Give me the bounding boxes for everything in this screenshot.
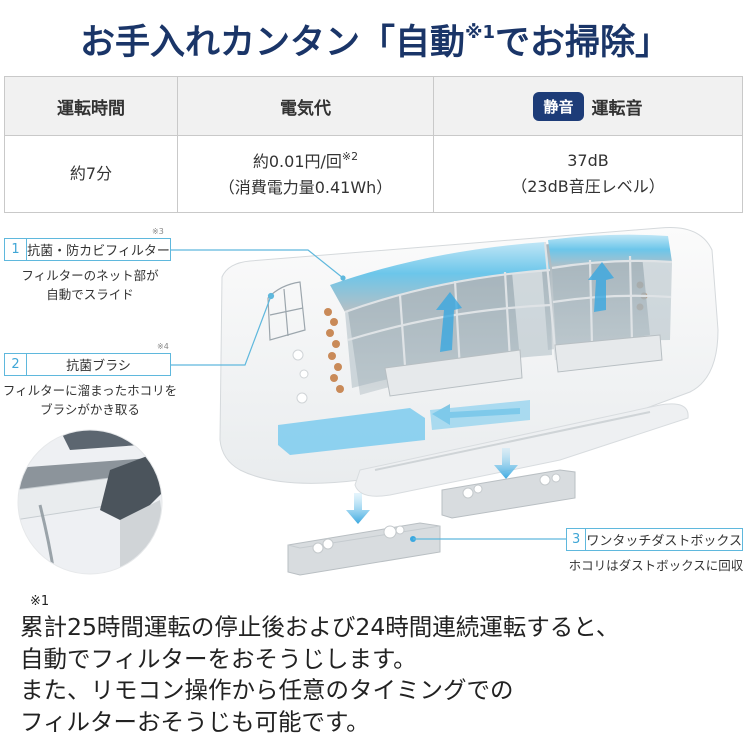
callout-1-number: 1: [5, 239, 27, 260]
footnote-mark: ※1: [30, 594, 50, 609]
footnote-text: 累計25時間運転の停止後および24時間連続運転すると、 自動でフィルターをおそう…: [20, 612, 750, 738]
callout-1-desc-line2: 自動でスライド: [46, 287, 134, 303]
callout-2-box: 2 抗菌ブラシ: [4, 353, 171, 376]
dust-box-2: [441, 469, 576, 519]
footnote-line-2: 自動でフィルターをおそうじします。: [20, 644, 417, 673]
footnote-line-4: フィルターおそうじも可能です。: [20, 707, 370, 736]
callout-2-desc-line2: ブラシがかき取る: [40, 402, 140, 418]
quiet-badge: 静音: [533, 91, 584, 121]
down-arrow-1: [346, 493, 370, 524]
title-main: お手入れカンタン「自動: [79, 23, 465, 63]
title-tail: でお掃除」: [495, 23, 671, 63]
callout-3-desc-line1: ホコリはダストボックスに回収: [568, 558, 744, 573]
page-title: お手入れカンタン「自動※1でお掃除」: [0, 14, 750, 65]
cost-per-run: 約0.01円/回: [252, 151, 342, 171]
footnote-line-3: また、リモコン操作から任意のタイミングでの: [20, 676, 514, 704]
callout-3-number: 3: [567, 529, 587, 550]
callout-2-label: 抗菌ブラシ: [66, 359, 131, 374]
header-noise-label: 運転音: [591, 98, 643, 119]
spec-table: 運転時間 電気代 静音運転音 約7分 約0.01円/回※2 （消費電力量0.41…: [4, 76, 743, 213]
power-consumption: （消費電力量0.41Wh）: [218, 177, 393, 197]
callout-2-desc-line1: フィルターに溜まったホコリを: [2, 383, 178, 398]
callout-3-description: ホコリはダストボックスに回収: [562, 556, 750, 575]
down-arrow-2: [494, 448, 518, 479]
noise-db: 37dB: [567, 151, 609, 171]
callout-3-label: ワンタッチダストボックス: [586, 534, 742, 549]
ac-unit-body: [219, 226, 719, 497]
callout-1-description: フィルターのネット部が 自動でスライド: [0, 266, 180, 305]
spec-value-row: 約7分 約0.01円/回※2 （消費電力量0.41Wh） 37dB （23dB音…: [4, 135, 743, 213]
callout-1-footnote-ref: ※3: [152, 227, 164, 236]
value-run-time: 約7分: [4, 135, 178, 213]
value-noise: 37dB （23dB音圧レベル）: [433, 135, 743, 213]
air-conditioner-illustration: [17, 226, 719, 576]
header-noise: 静音運転音: [433, 76, 743, 136]
cost-footnote-ref: ※2: [341, 149, 359, 163]
title-footnote-ref: ※1: [464, 22, 496, 43]
callout-2-footnote-ref: ※4: [157, 342, 169, 351]
value-electricity-cost: 約0.01円/回※2 （消費電力量0.41Wh）: [177, 135, 434, 213]
brush-closeup: [18, 430, 162, 574]
callout-3-box: 3 ワンタッチダストボックス: [566, 528, 743, 551]
callout-2-description: フィルターに溜まったホコリを ブラシがかき取る: [0, 381, 180, 420]
footnote-line-1: 累計25時間運転の停止後および24時間連続運転すると、: [20, 613, 620, 641]
callout-1-label: 抗菌・防カビフィルター: [27, 244, 170, 259]
spec-header-row: 運転時間 電気代 静音運転音: [4, 76, 743, 136]
header-run-time: 運転時間: [4, 76, 178, 136]
noise-pressure-level: （23dB音圧レベル）: [511, 177, 665, 196]
header-electricity-cost: 電気代: [177, 76, 434, 136]
callout-1-desc-line1: フィルターのネット部が: [21, 268, 159, 283]
dust-box-1: [287, 522, 441, 576]
callout-2-number: 2: [5, 354, 27, 375]
callout-1-box: 1 抗菌・防カビフィルター: [4, 238, 171, 261]
